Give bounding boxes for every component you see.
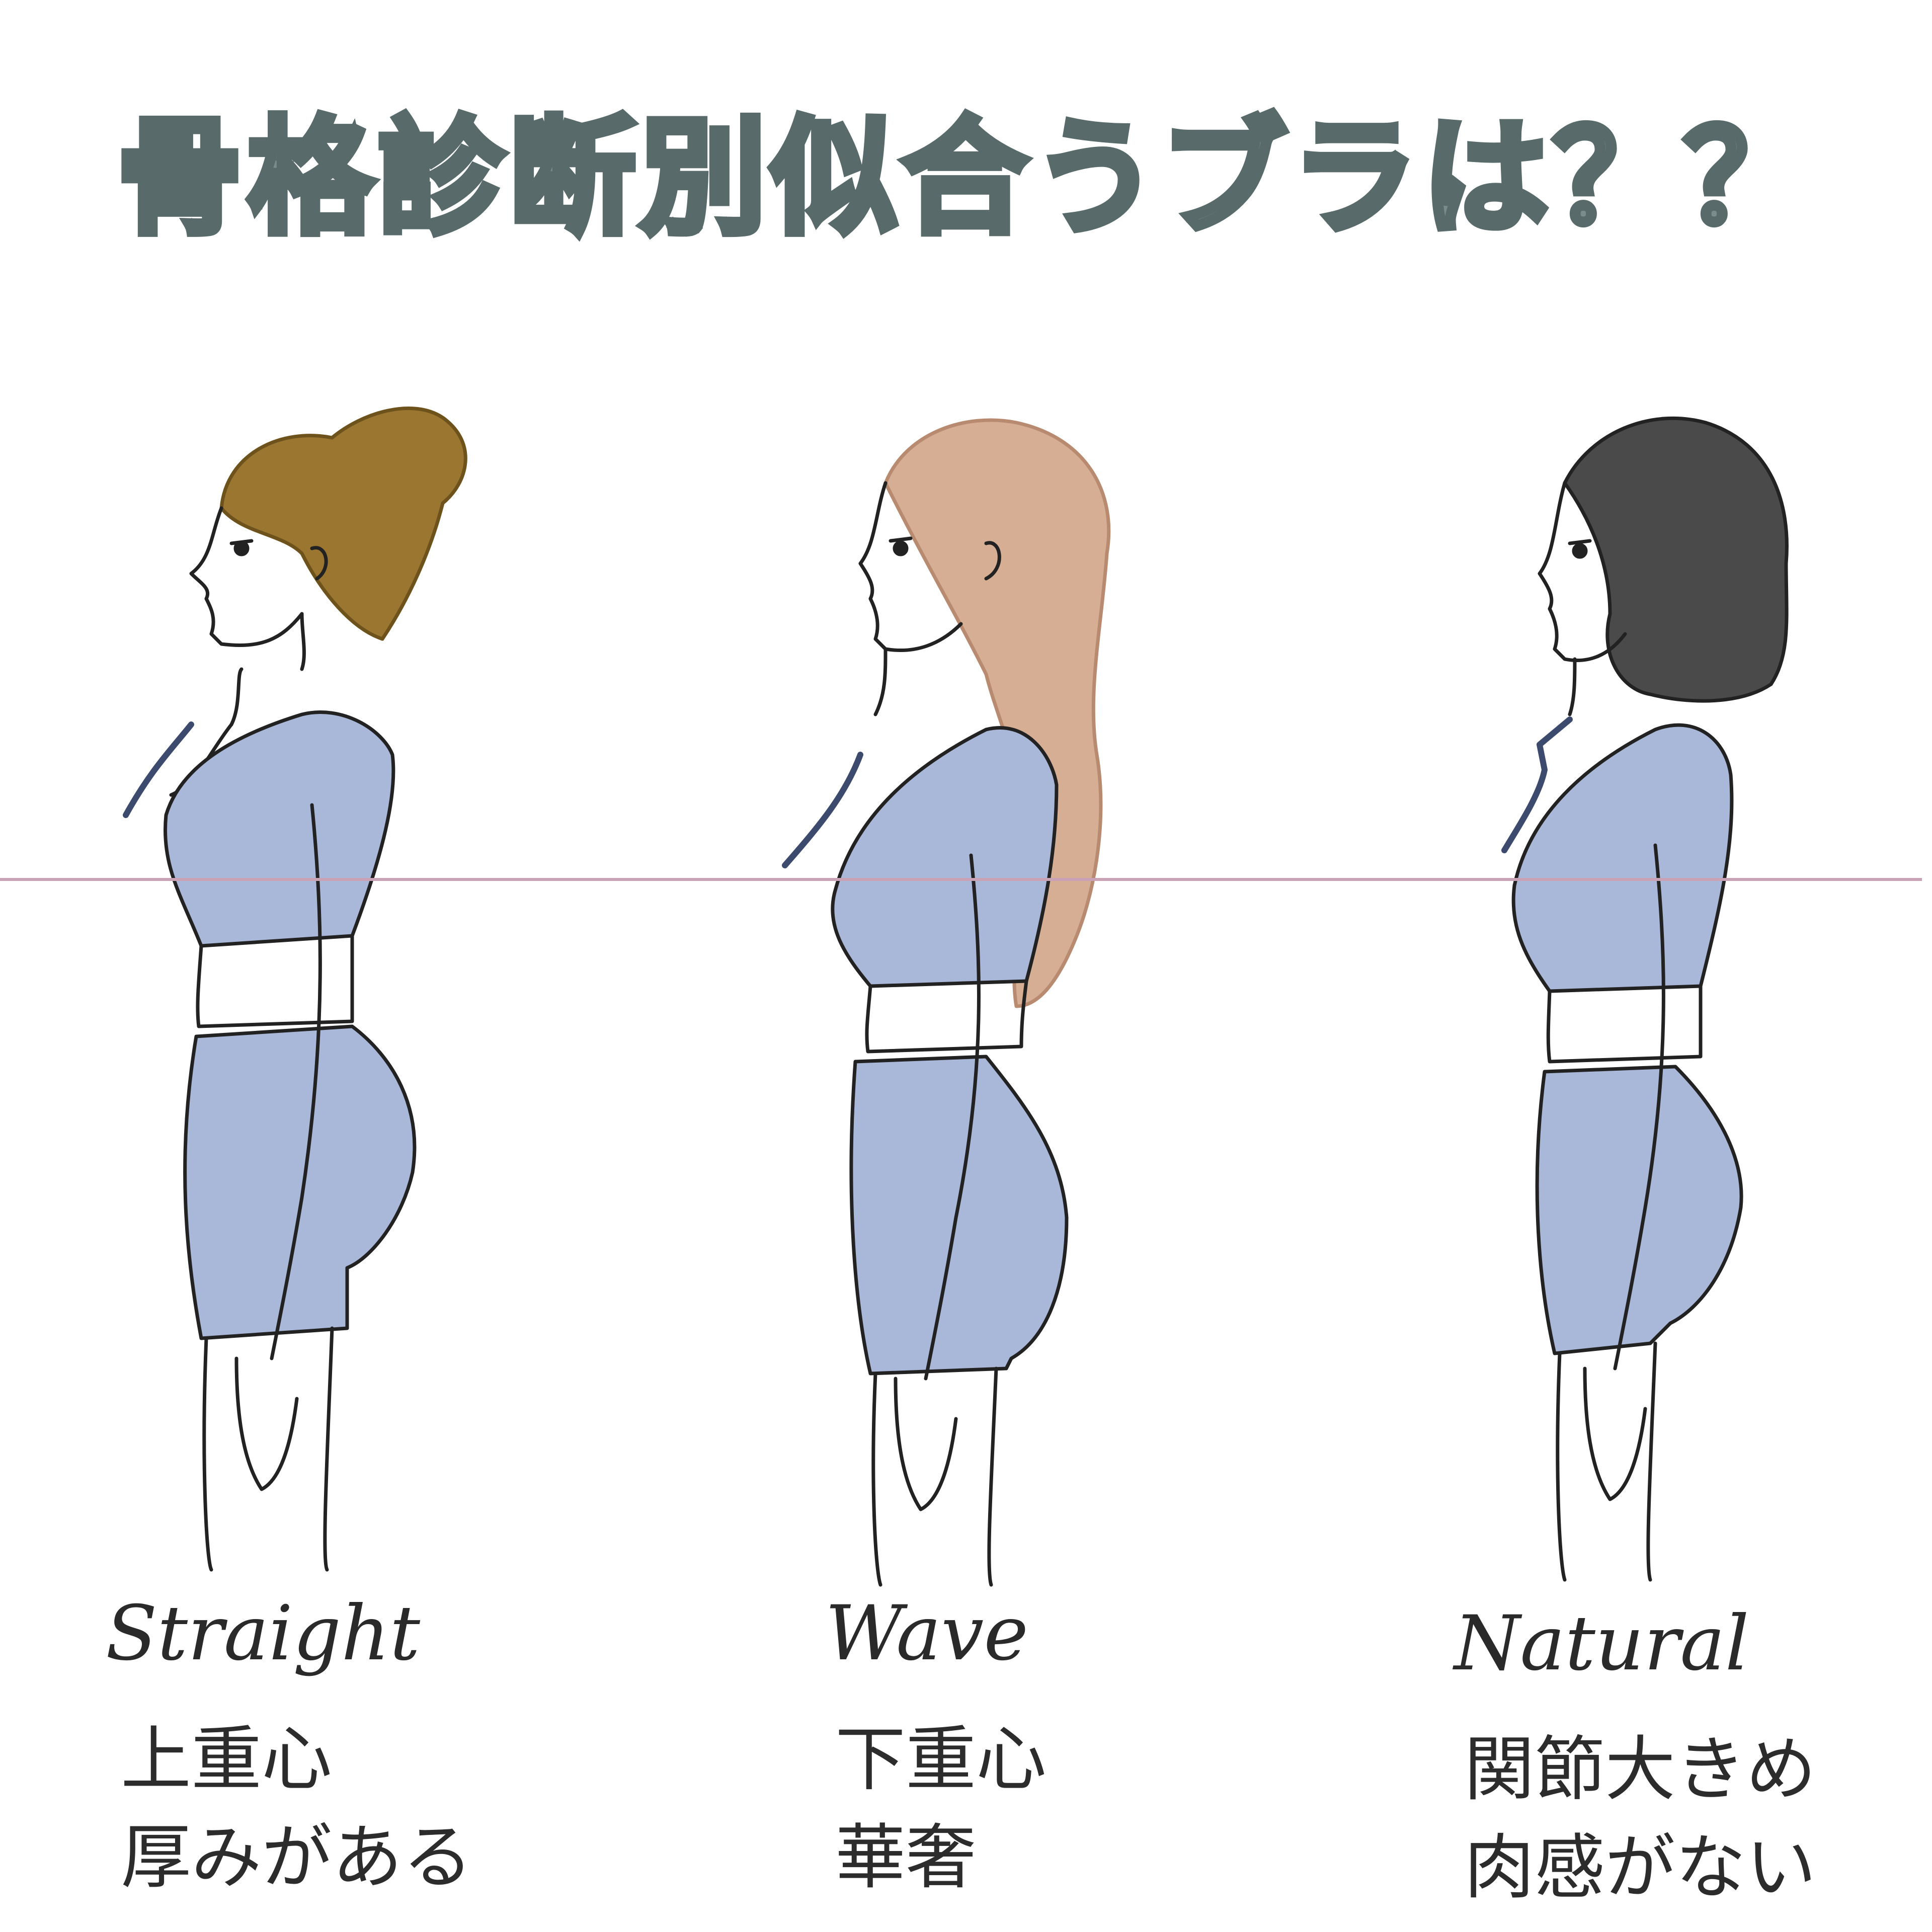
type-name-straight: Straight <box>106 1590 421 1677</box>
natural-figure <box>1501 416 1789 1582</box>
natural-top <box>1511 723 1734 993</box>
type-desc-line2: 華奢 <box>835 1817 977 1899</box>
wave-top <box>831 726 1059 988</box>
natural-chest-mark <box>1501 716 1573 853</box>
straight-top <box>163 710 395 948</box>
type-desc-line1: 上重心 <box>121 1719 333 1801</box>
center-of-gravity-line <box>0 878 1922 881</box>
type-desc-line1: 下重心 <box>835 1719 1047 1801</box>
type-desc-straight: 上重心 厚みがある <box>121 1711 473 1907</box>
wave-figure <box>782 418 1111 1587</box>
straight-shorts <box>183 1024 417 1340</box>
type-desc-wave: 下重心 華奢 <box>835 1711 1046 1907</box>
type-desc-line1: 関節大きめ <box>1464 1729 1817 1811</box>
straight-figure <box>123 406 467 1572</box>
type-name-wave: Wave <box>825 1590 1029 1677</box>
straight-chest-mark <box>123 721 194 818</box>
natural-hair <box>1563 416 1789 703</box>
type-desc-line2: 厚みがある <box>121 1817 473 1899</box>
type-desc-line2: 肉感がない <box>1464 1827 1817 1909</box>
wave-chest-mark <box>782 752 863 868</box>
type-name-natural: Natural <box>1454 1600 1749 1687</box>
page-title: 骨格診断別似合うブラは？？ <box>114 101 1815 255</box>
straight-hair <box>219 406 467 641</box>
wave-shorts <box>849 1055 1069 1376</box>
natural-shorts <box>1535 1065 1743 1355</box>
type-desc-natural: 関節大きめ 肉感がない <box>1464 1721 1816 1917</box>
